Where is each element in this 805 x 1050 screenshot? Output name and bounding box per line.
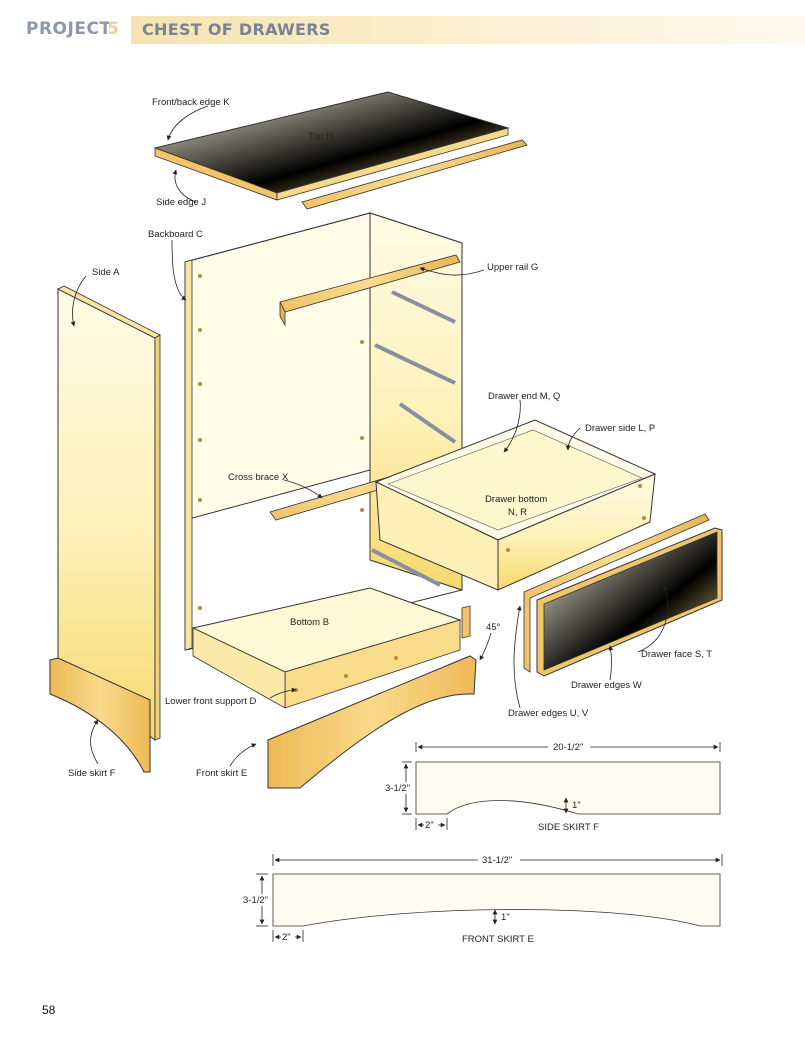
label-drawer-end: Drawer end M, Q — [488, 391, 560, 402]
label-front-skirt: Front skirt E — [196, 768, 247, 779]
front-skirt-piece — [267, 655, 477, 789]
front-skirt-rise: 1" — [501, 912, 510, 923]
label-front-back-edge: Front/back edge K — [152, 97, 230, 108]
side-skirt-length: 20-1/2" — [553, 742, 583, 753]
header-section: PROJECT — [26, 19, 112, 39]
label-drawer-bottom: Drawer bottom — [485, 494, 547, 505]
header-title: CHEST OF DRAWERS — [142, 20, 331, 39]
header-project-number: 5 — [107, 19, 119, 39]
label-angle: 45° — [486, 622, 501, 633]
side-skirt-offset: 2" — [425, 820, 434, 831]
drawer-edge-strips — [523, 513, 710, 673]
label-top: Top H — [308, 131, 333, 142]
side-skirt-height: 3-1/2" — [385, 783, 410, 794]
label-drawer-edges-uv: Drawer edges U, V — [508, 708, 589, 719]
carcass-backboard — [184, 212, 463, 651]
label-drawer-face: Drawer face S, T — [641, 649, 712, 660]
front-skirt-height: 3-1/2" — [243, 895, 268, 906]
side-skirt-attached — [49, 657, 151, 773]
front-skirt-length: 31-1/2" — [482, 855, 512, 866]
drawer-face — [536, 527, 723, 677]
header-title-bar — [131, 16, 805, 44]
side-skirt-caption: SIDE SKIRT F — [538, 822, 599, 833]
label-side-edge: Side edge J — [156, 197, 206, 208]
label-bottom: Bottom B — [290, 617, 329, 628]
leader-lines — [70, 105, 668, 767]
bottom-panel — [191, 587, 471, 709]
label-side-skirt: Side skirt F — [68, 768, 116, 779]
drawer-box — [374, 419, 657, 591]
dowel-holes — [198, 274, 646, 692]
label-lower-front-support: Lower front support D — [165, 696, 256, 707]
front-skirt-caption: FRONT SKIRT E — [462, 934, 534, 945]
label-drawer-bottom-parts: N, R — [508, 507, 527, 518]
drawer-slides — [371, 290, 457, 587]
upper-rail — [279, 254, 461, 327]
label-upper-rail: Upper rail G — [487, 262, 538, 273]
front-back-edge-strip — [301, 139, 528, 210]
front-skirt-detail: 31-1/2" 3-1/2" 2" 1" FRONT SKIRT E — [241, 854, 723, 945]
page-header: PROJECT 5 CHEST OF DRAWERS — [0, 16, 805, 44]
side-skirt-detail: 20-1/2" 3-1/2" 2" 1" SIDE SKIRT F — [383, 741, 721, 833]
side-skirt-rise: 1" — [572, 800, 581, 811]
front-skirt-offset: 2" — [282, 932, 291, 943]
label-drawer-side: Drawer side L, P — [585, 423, 655, 434]
label-cross-brace: Cross brace X — [228, 472, 289, 483]
label-backboard: Backboard C — [148, 229, 203, 240]
side-a-panel — [57, 285, 161, 741]
label-drawer-edges-w: Drawer edges W — [571, 680, 642, 691]
label-side-a: Side A — [92, 267, 120, 278]
top-panel — [153, 91, 510, 201]
page-number: 58 — [42, 1003, 56, 1017]
